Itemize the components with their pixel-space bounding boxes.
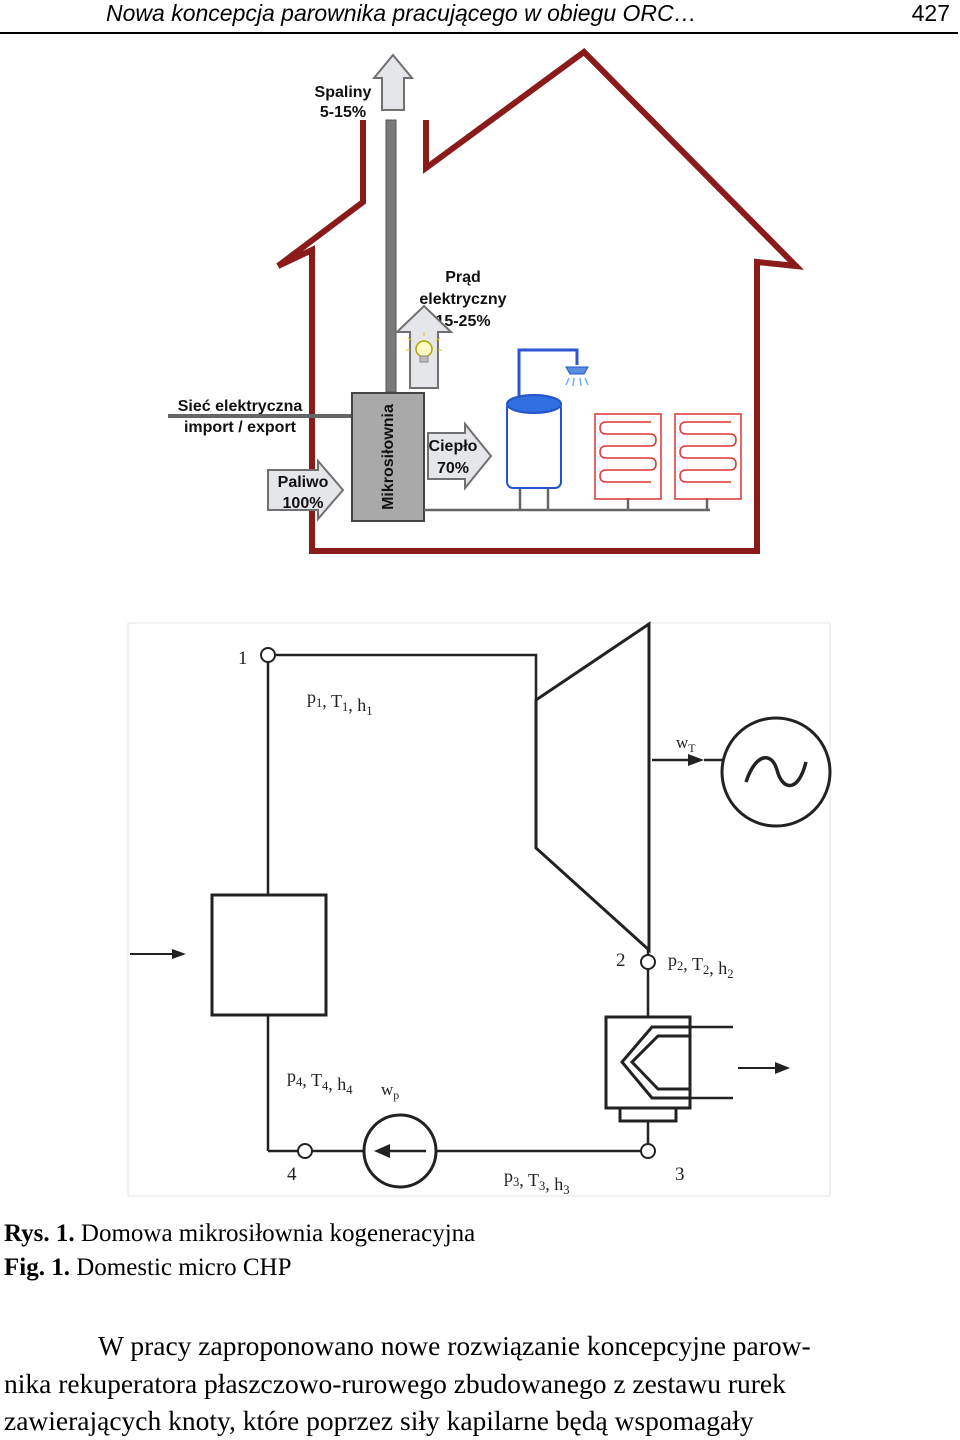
heat-percent: 70% bbox=[437, 460, 469, 477]
caption-en: Fig. 1. Domestic micro CHP bbox=[4, 1254, 291, 1282]
power-label-2: elektryczny bbox=[419, 291, 506, 308]
radiator-2 bbox=[674, 413, 742, 500]
caption-pl-prefix: Rys. 1. bbox=[4, 1220, 75, 1247]
state-1-label: p1, T1, h1 bbox=[307, 687, 373, 718]
heat-input-arrowhead-icon bbox=[172, 949, 186, 959]
node-4-marker bbox=[297, 1143, 313, 1159]
node-4-label: 4 bbox=[287, 1164, 297, 1185]
caption-pl: Rys. 1. Domowa mikrosiłownia kogeneracyj… bbox=[4, 1220, 475, 1248]
orc-cycle-diagram: 1 2 3 4 p1, T1, h1 p2, T2, h2 p3, T3, h3… bbox=[127, 621, 832, 1197]
page-header: Nowa koncepcja parownika pracującego w o… bbox=[0, 0, 958, 34]
body-paragraph: W pracy zaproponowano nowe rozwiązanie k… bbox=[4, 1327, 956, 1440]
caption-en-prefix: Fig. 1. bbox=[4, 1254, 70, 1281]
shower-head-icon bbox=[565, 366, 589, 387]
fuel-label: Paliwo bbox=[278, 474, 329, 491]
exhaust-percent: 5-15% bbox=[320, 104, 366, 121]
turbine-work-arrowhead-icon bbox=[688, 754, 704, 766]
radiator-1 bbox=[594, 413, 662, 500]
state-4-label: p4, T4, h4 bbox=[287, 1066, 353, 1097]
chimney-pipe bbox=[385, 119, 397, 393]
grid-label-1: Sieć elektryczna bbox=[178, 398, 303, 415]
line-1-to-turbine bbox=[275, 653, 538, 700]
node-3-marker bbox=[640, 1143, 656, 1159]
condenser bbox=[604, 1015, 733, 1123]
running-title: Nowa koncepcja parownika pracującego w o… bbox=[106, 0, 697, 26]
heat-label: Ciepło bbox=[429, 438, 478, 455]
state-3-label: p3, T3, h3 bbox=[504, 1166, 570, 1197]
grid-label-2: import / export bbox=[184, 419, 297, 436]
turbine bbox=[534, 621, 651, 954]
node-1-marker bbox=[260, 647, 276, 663]
node-1-label: 1 bbox=[238, 648, 248, 669]
body-line-3: zawierających knoty, które poprzez siły … bbox=[4, 1405, 754, 1436]
caption-pl-text: Domowa mikrosiłownia kogeneracyjna bbox=[80, 1220, 476, 1247]
exhaust-arrow-icon bbox=[371, 53, 415, 111]
evaporator bbox=[210, 893, 328, 1017]
caption-en-text: Domestic micro CHP bbox=[76, 1254, 292, 1281]
unit-label: Mikrosiłownia bbox=[380, 404, 397, 510]
power-label-1: Prąd bbox=[445, 269, 481, 286]
heat-arrow-icon bbox=[427, 421, 493, 491]
cycle-frame bbox=[127, 622, 831, 1197]
micro-chp-unit bbox=[351, 392, 425, 522]
exhaust-label: Spaliny bbox=[315, 84, 372, 101]
light-bulb-icon bbox=[406, 332, 442, 363]
node-3-label: 3 bbox=[675, 1164, 685, 1185]
hot-water-tank bbox=[506, 348, 579, 489]
house-roof-left bbox=[276, 120, 366, 269]
house-outline bbox=[276, 48, 805, 554]
state-2-label: p2, T2, h2 bbox=[668, 950, 734, 981]
fuel-percent: 100% bbox=[283, 495, 324, 512]
heat-output-arrowhead-icon bbox=[775, 1062, 790, 1074]
turbine-work-label: wT bbox=[676, 733, 696, 755]
fuel-arrow-icon bbox=[267, 458, 345, 522]
ac-sine-icon bbox=[744, 756, 808, 788]
pump-work-label: wp bbox=[381, 1080, 399, 1102]
node-2-marker bbox=[640, 954, 656, 970]
body-line-1: W pracy zaproponowano nowe rozwiązanie k… bbox=[98, 1330, 811, 1361]
pump-flow-arrowhead-icon bbox=[374, 1144, 390, 1158]
house-diagram: Spaliny 5-15% Prąd elektryczny 15-25% Si… bbox=[168, 48, 805, 554]
body-line-2: nika rekuperatora płaszczowo-rurowego zb… bbox=[4, 1367, 786, 1399]
power-percent: 15-25% bbox=[435, 313, 490, 330]
page-number: 427 bbox=[911, 0, 950, 26]
node-2-label: 2 bbox=[616, 950, 626, 971]
